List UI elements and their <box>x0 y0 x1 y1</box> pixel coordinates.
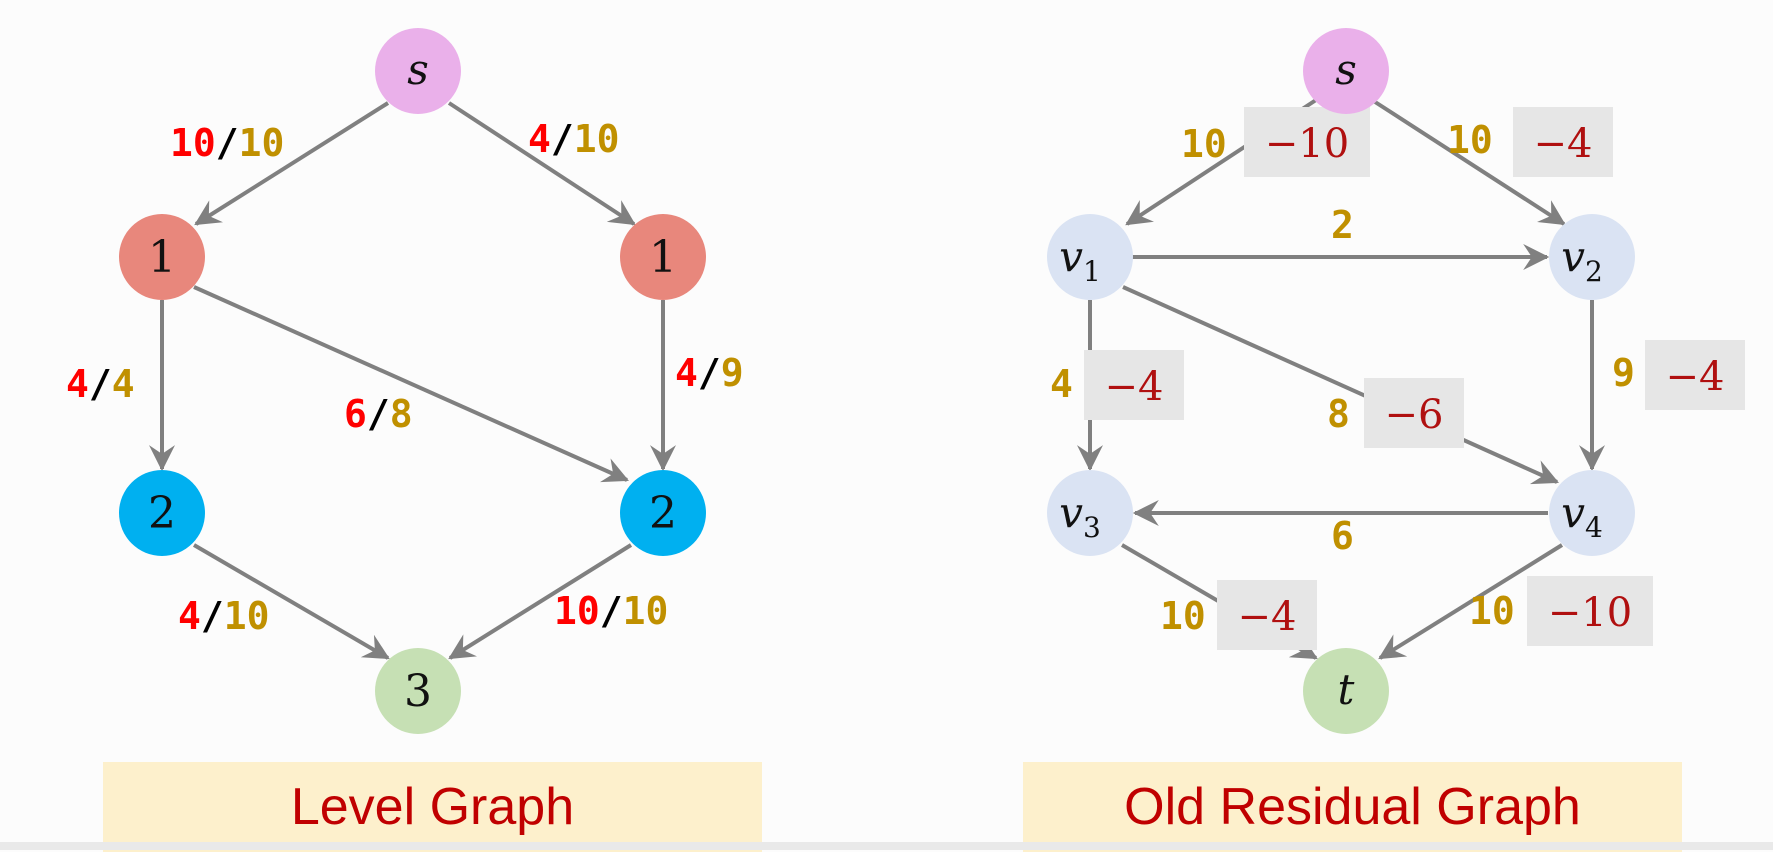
delta-box-v3-t: −4 <box>1217 580 1317 650</box>
svg-text:v1: v1 <box>1059 232 1101 288</box>
svg-text:−10: −10 <box>1548 590 1632 636</box>
svg-text:v3: v3 <box>1059 488 1101 544</box>
level-node-b: 1 <box>620 214 706 300</box>
residual-node-s: s <box>1303 28 1389 114</box>
edge-label-b-d: 4/9 <box>675 351 744 395</box>
svg-text:2: 2 <box>649 488 677 539</box>
level-node-a: 1 <box>119 214 205 300</box>
delta-box-s-v1: −10 <box>1244 107 1370 177</box>
svg-text:s: s <box>407 45 429 94</box>
residual-node-v2: v2 <box>1549 214 1635 300</box>
edge-v4-t <box>1378 543 1564 660</box>
cap-label-v1-v3: 4 <box>1050 362 1073 406</box>
cap-label-v4-v3: 6 <box>1331 514 1354 558</box>
edge-label-s-b: 4/10 <box>528 117 620 161</box>
cap-label-v2-v4: 9 <box>1612 351 1635 395</box>
bottom-bar <box>0 842 1773 850</box>
edge-d-t <box>448 543 633 660</box>
delta-box-v1-v4: −6 <box>1364 378 1464 448</box>
svg-text:−4: −4 <box>1534 121 1593 167</box>
cap-label-s-v1: 10 <box>1181 122 1227 166</box>
svg-text:−4: −4 <box>1238 594 1297 640</box>
delta-box-v4-t: −10 <box>1527 576 1653 646</box>
level-node-t: 3 <box>375 648 461 734</box>
svg-text:2: 2 <box>148 488 176 539</box>
edge-label-d-t: 10/10 <box>554 589 668 633</box>
svg-text:−6: −6 <box>1385 392 1444 438</box>
residual-graph: 10 10 2 4 8 9 6 10 10 −10 −4 −4 <box>1047 28 1745 734</box>
edge-label-s-a: 10/10 <box>170 121 284 165</box>
svg-text:v4: v4 <box>1561 488 1603 544</box>
delta-box-s-v2: −4 <box>1513 107 1613 177</box>
edge-label-a-c: 4/4 <box>66 362 135 406</box>
cap-label-s-v2: 10 <box>1447 118 1493 162</box>
level-node-d: 2 <box>620 470 706 556</box>
residual-node-v1: v1 <box>1047 214 1133 300</box>
svg-text:t: t <box>1338 665 1355 714</box>
svg-text:v2: v2 <box>1561 232 1603 288</box>
cap-label-v1-v4: 8 <box>1327 392 1350 436</box>
edge-c-t <box>192 543 390 660</box>
edge-label-a-d: 6/8 <box>344 392 413 436</box>
svg-text:1: 1 <box>148 232 176 283</box>
level-graph-title: Level Graph <box>103 762 762 852</box>
cap-label-v3-t: 10 <box>1160 594 1206 638</box>
delta-box-v2-v4: −4 <box>1645 340 1745 410</box>
residual-node-v4: v4 <box>1549 470 1635 556</box>
residual-node-t: t <box>1303 648 1389 734</box>
edge-v1-v4 <box>1122 285 1559 485</box>
delta-box-v1-v3: −4 <box>1084 350 1184 420</box>
svg-text:−10: −10 <box>1265 121 1349 167</box>
edge-s-a <box>194 101 390 226</box>
cap-label-v1-v2: 2 <box>1331 203 1354 247</box>
cap-label-v4-t: 10 <box>1469 589 1515 633</box>
svg-text:−4: −4 <box>1105 364 1164 410</box>
svg-text:3: 3 <box>404 666 432 717</box>
level-node-s: s <box>375 28 461 114</box>
residual-node-v3: v3 <box>1047 470 1133 556</box>
level-graph: 10/10 4/10 4/4 6/8 4/9 4/10 10/10 <box>66 28 744 734</box>
edge-s-b <box>447 101 636 226</box>
svg-text:1: 1 <box>649 232 677 283</box>
edge-s-v2 <box>1370 98 1566 226</box>
residual-graph-title: Old Residual Graph <box>1023 762 1682 852</box>
edge-label-c-t: 4/10 <box>178 594 270 638</box>
edge-a-d <box>193 285 629 483</box>
svg-text:−4: −4 <box>1666 354 1725 400</box>
svg-text:s: s <box>1335 45 1357 94</box>
level-node-c: 2 <box>119 470 205 556</box>
